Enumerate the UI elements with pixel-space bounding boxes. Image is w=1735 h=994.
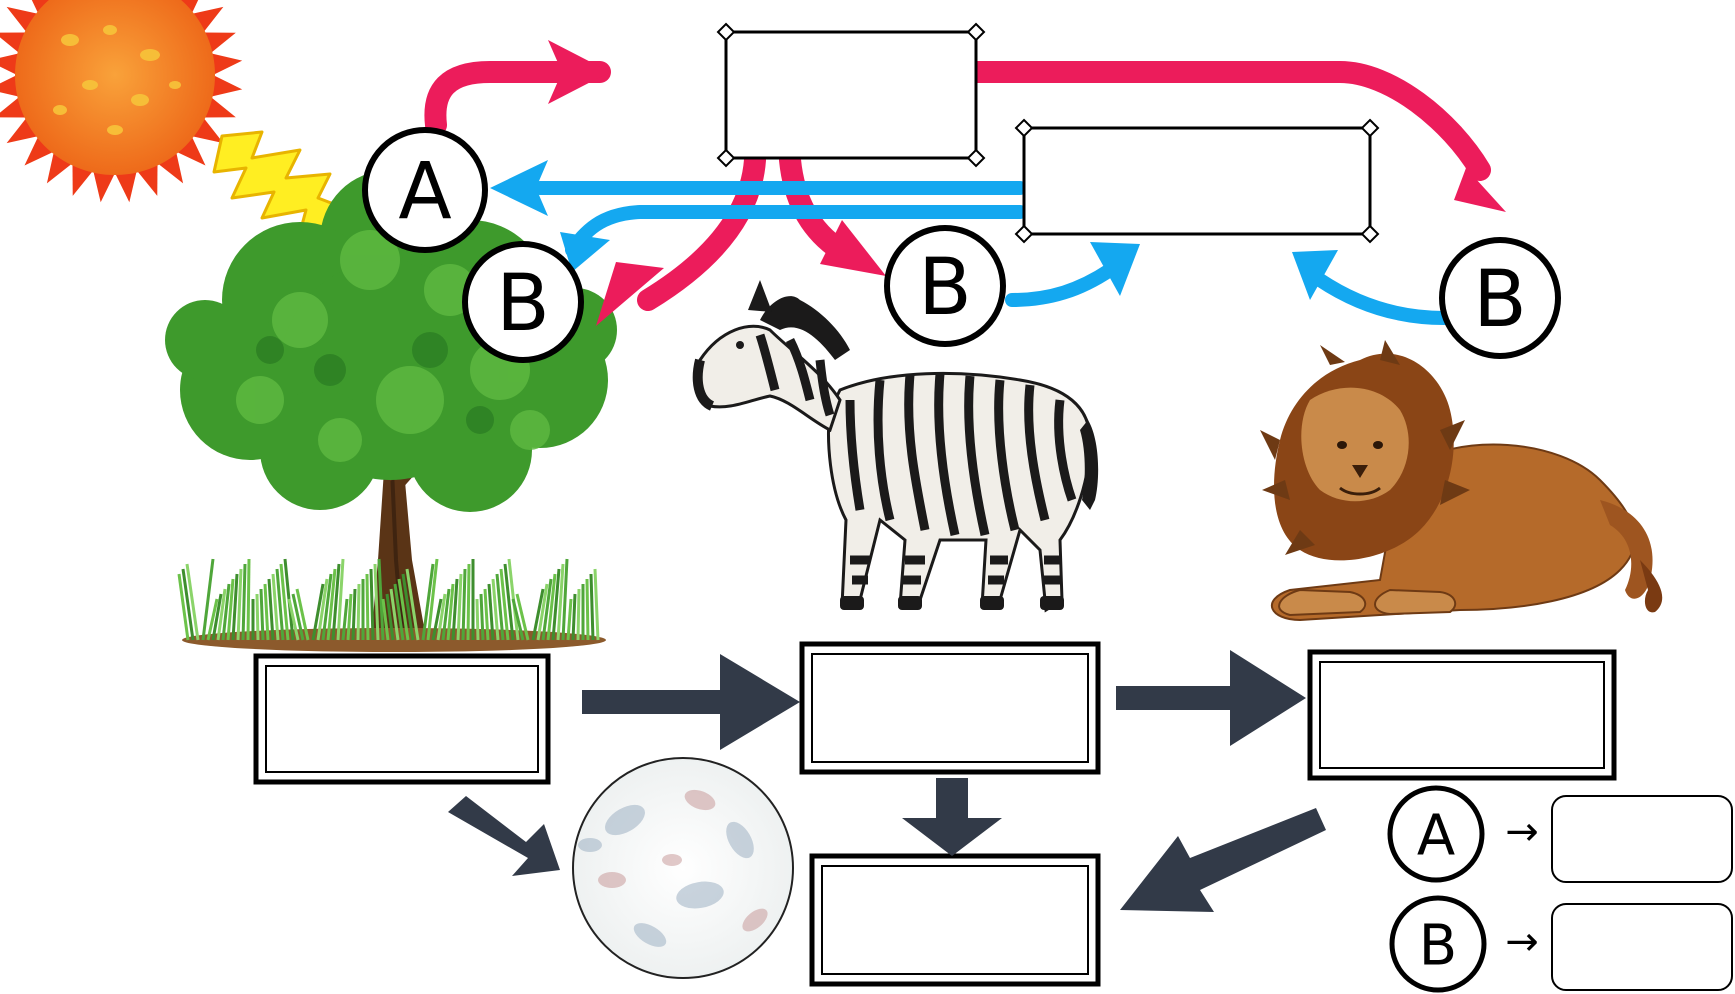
carnivore-box[interactable] xyxy=(1307,649,1617,781)
food-chain-arrows xyxy=(448,650,1326,912)
producer-box[interactable] xyxy=(253,653,551,785)
tree-B-label: B xyxy=(496,259,550,349)
sun-icon xyxy=(0,0,243,203)
top-lower-box[interactable] xyxy=(1014,118,1380,244)
legend-row-A: A → xyxy=(1387,785,1733,883)
zebra-B-label: B xyxy=(918,243,972,333)
tree-A-label: A xyxy=(398,147,451,237)
zebra-B-circle: B xyxy=(884,225,1006,347)
decomposer-box[interactable] xyxy=(809,853,1101,987)
tree-A-circle: A xyxy=(362,127,488,253)
red-arrowheads xyxy=(548,40,1506,326)
blue-arrowheads xyxy=(490,160,1338,300)
lion-B-label: B xyxy=(1473,255,1527,345)
lion-B-circle: B xyxy=(1439,237,1561,359)
carnivore-to-decomposer-arrow xyxy=(1120,808,1326,912)
lion-icon xyxy=(1260,340,1663,622)
grass-icon xyxy=(177,558,606,652)
top-upper-box[interactable] xyxy=(716,22,986,168)
producer-to-herbivore-arrow xyxy=(582,654,800,750)
legend-B-answer-box[interactable] xyxy=(1551,903,1733,991)
legend-A-arrow-icon: → xyxy=(1505,809,1539,855)
legend-B-arrow-icon: → xyxy=(1505,919,1539,965)
legend-A-answer-box[interactable] xyxy=(1551,795,1733,883)
legend-B-letter: B xyxy=(1419,914,1457,979)
herbivore-box[interactable] xyxy=(799,641,1101,775)
legend-A-letter: A xyxy=(1417,804,1455,869)
legend-row-B: B → xyxy=(1389,895,1733,993)
producer-to-microbe-arrow xyxy=(448,796,560,876)
tree-B-circle: B xyxy=(462,241,584,363)
zebra-icon xyxy=(692,280,1099,613)
herbivore-to-carnivore-arrow xyxy=(1116,650,1306,746)
herbivore-to-decomposer-arrow xyxy=(902,778,1002,856)
microbe-circle-icon xyxy=(572,757,794,979)
